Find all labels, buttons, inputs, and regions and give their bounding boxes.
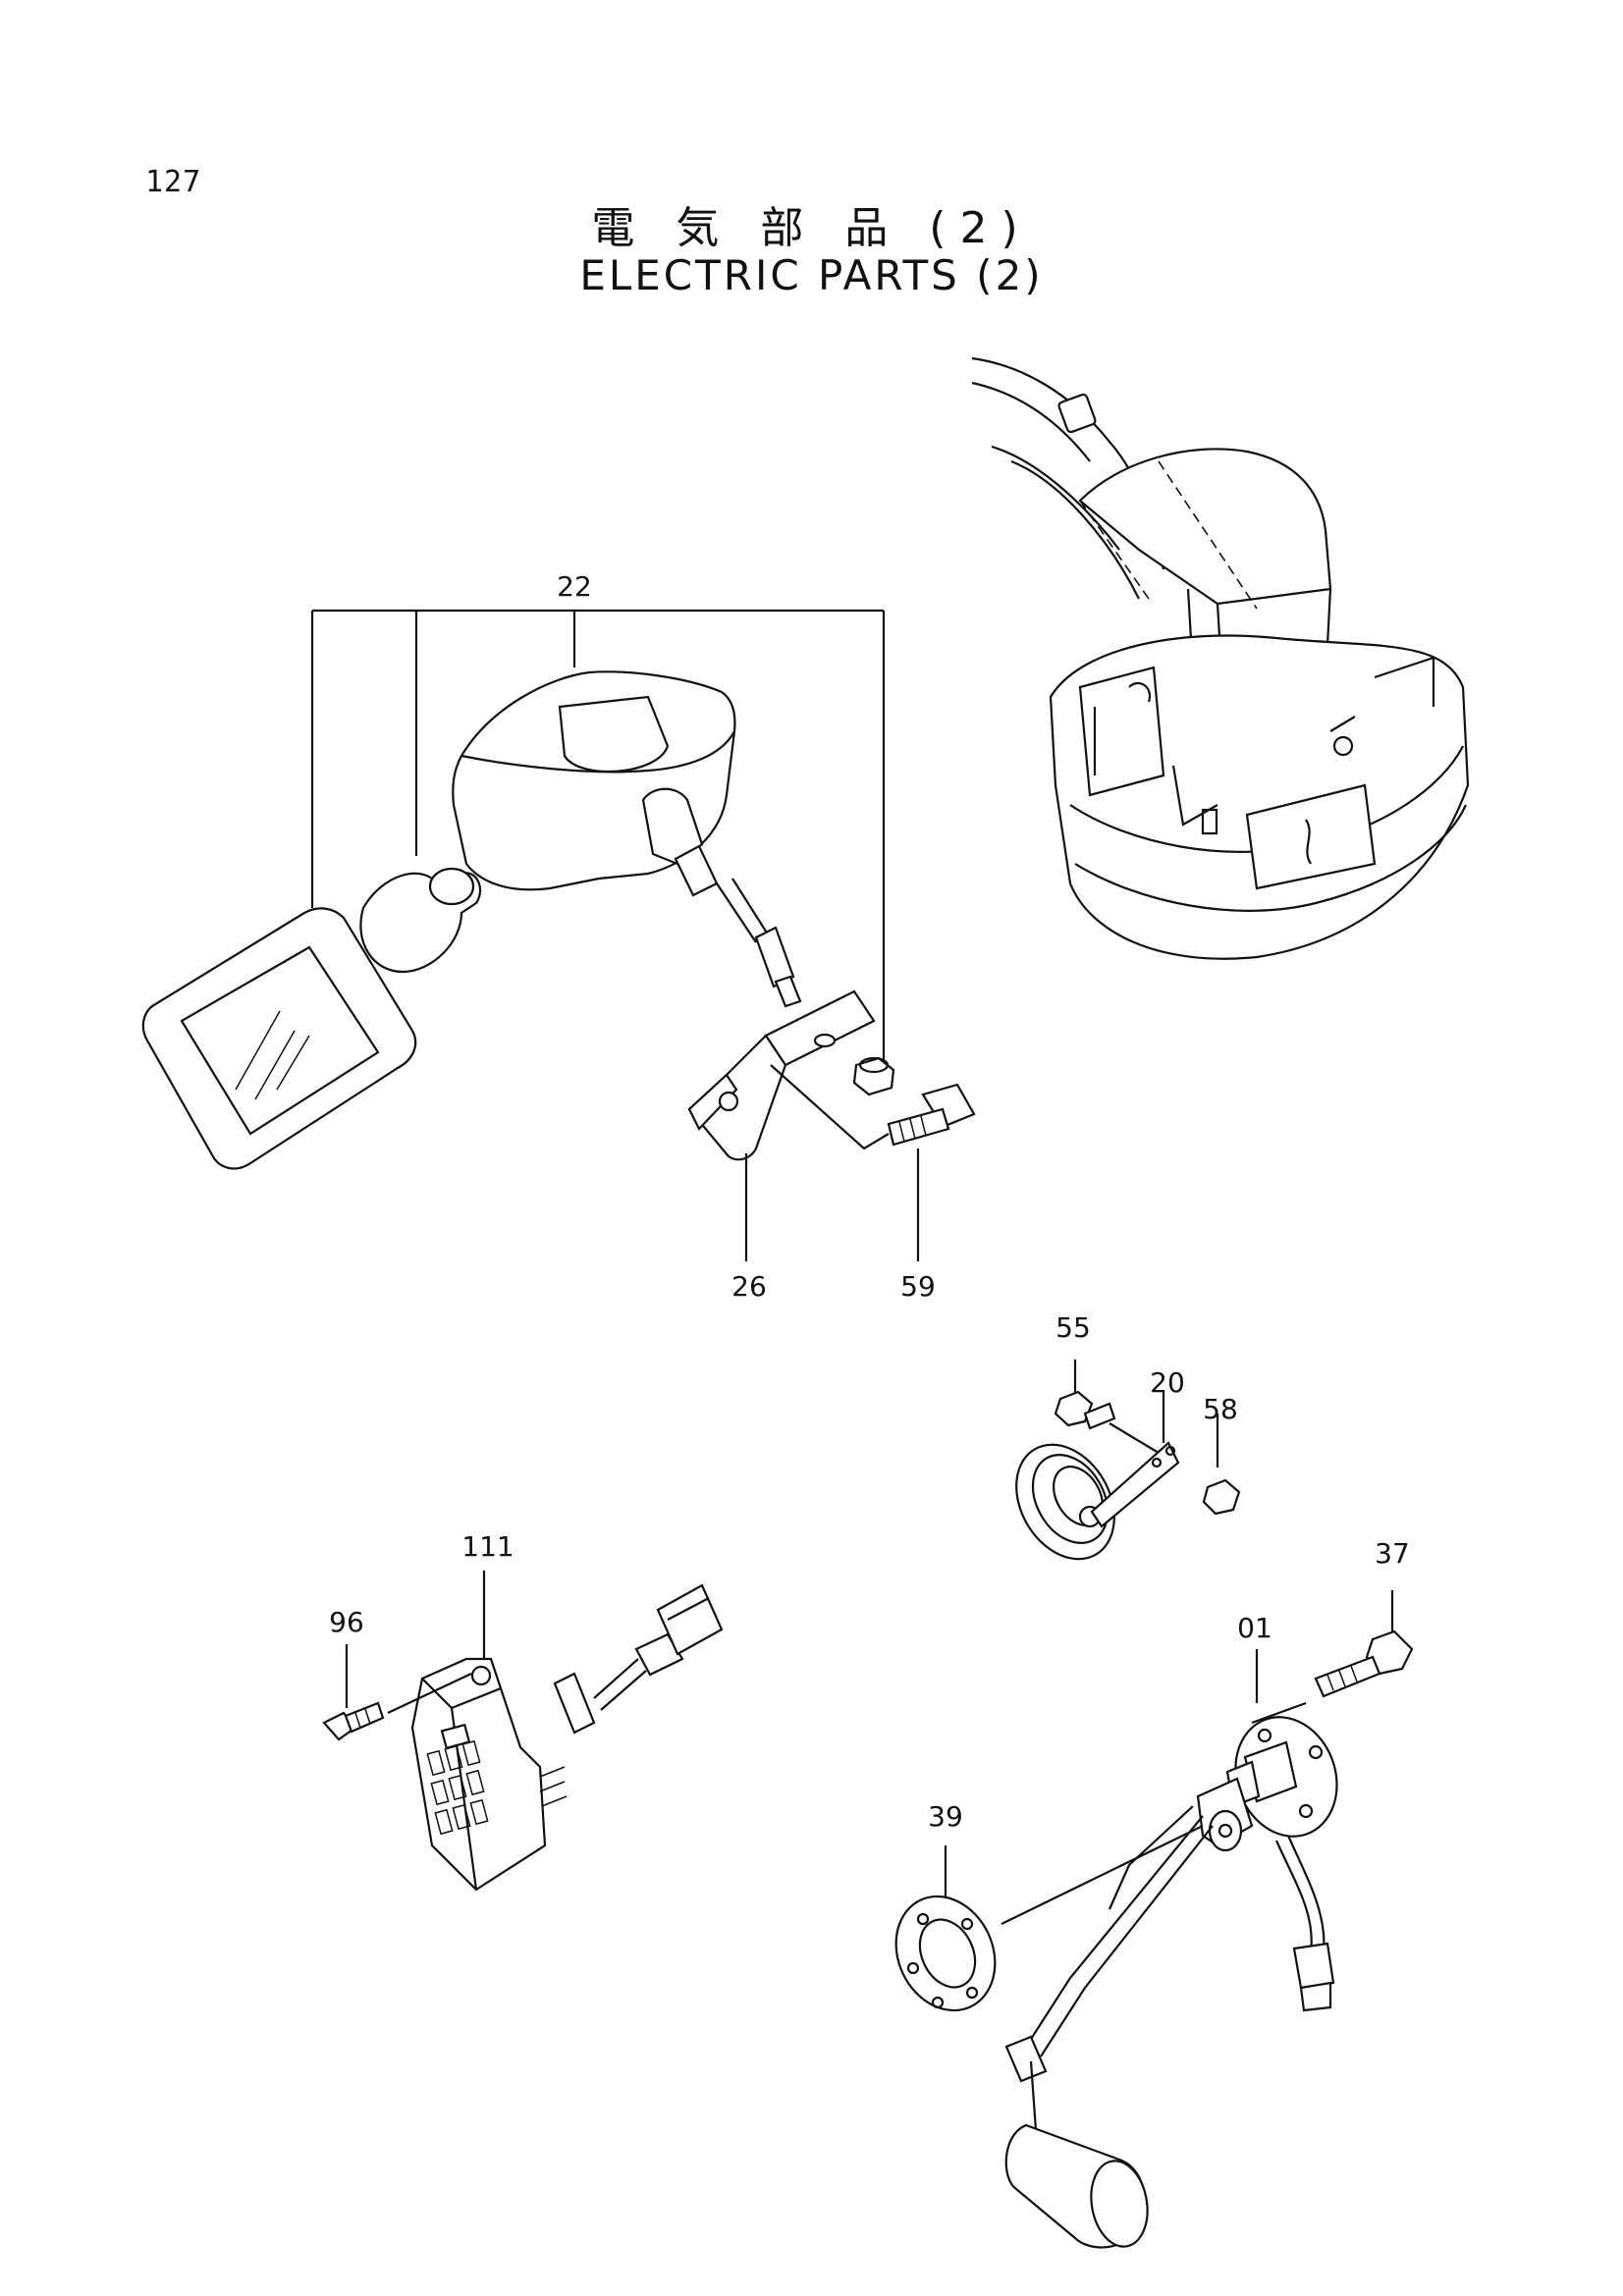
callout-26: 26 <box>731 1270 767 1303</box>
work-light-assembly <box>141 609 976 1261</box>
page-title-english: ELECTRIC PARTS (2) <box>579 251 1044 299</box>
callout-59: 59 <box>900 1270 936 1303</box>
callout-37: 37 <box>1375 1537 1410 1570</box>
callout-58: 58 <box>1203 1393 1238 1425</box>
horn-assembly <box>1015 1360 1241 1561</box>
callout-111: 111 <box>461 1530 514 1563</box>
page-number: 127 <box>145 165 202 199</box>
callout-01: 01 <box>1237 1612 1272 1644</box>
callout-55: 55 <box>1055 1311 1091 1344</box>
fuse-box-assembly <box>322 1571 724 1892</box>
machine-overview-illustration <box>971 356 1470 960</box>
callout-96: 96 <box>329 1606 364 1638</box>
page-title-japanese: 電 気 部 品 (2) <box>591 203 1032 253</box>
callout-22: 22 <box>557 570 592 603</box>
fuel-level-sender-assembly <box>894 1590 1414 2249</box>
callout-20: 20 <box>1150 1366 1185 1399</box>
callout-39: 39 <box>928 1800 963 1833</box>
